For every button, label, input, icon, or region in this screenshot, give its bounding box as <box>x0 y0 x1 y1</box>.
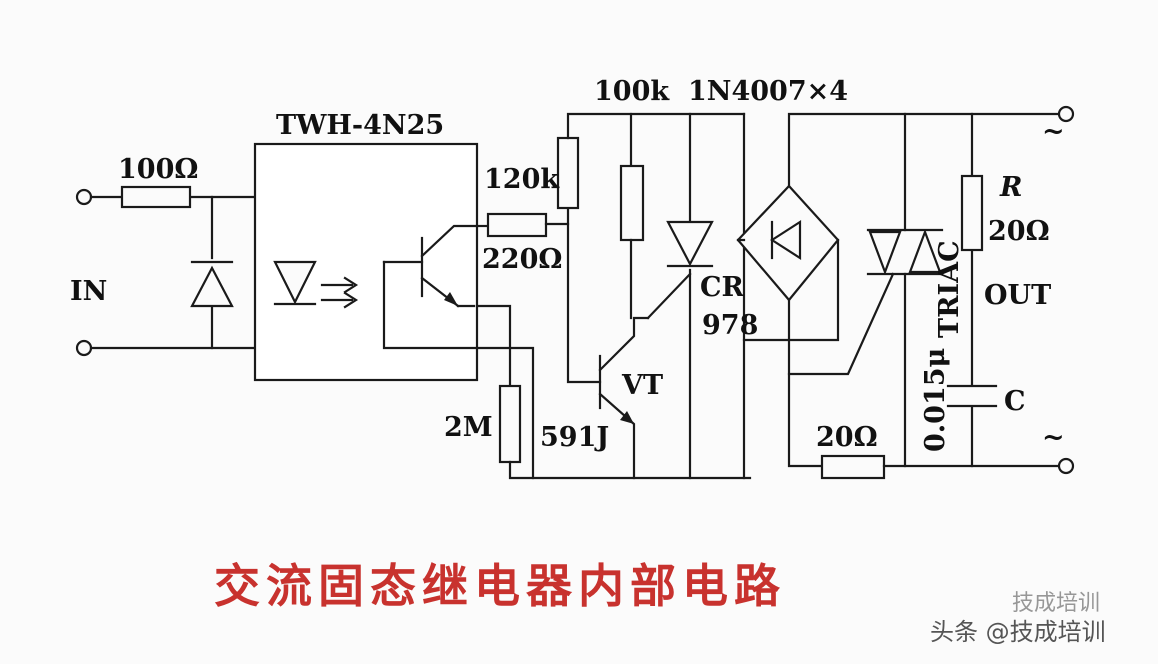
top-rail-left <box>566 112 746 140</box>
label-coupler: TWH-4N25 <box>276 110 444 141</box>
output-terminal-bottom <box>1057 457 1075 475</box>
label-ac-bottom: ~ <box>1042 422 1065 453</box>
triac <box>787 228 944 376</box>
output-terminal-top <box>1057 105 1075 123</box>
r220-wire <box>544 205 570 226</box>
label-r-220: 220Ω <box>482 244 562 275</box>
resistor-220ohm <box>486 212 548 238</box>
bridge-side-wire <box>736 238 840 342</box>
label-ac-top: ~ <box>1042 116 1065 147</box>
label-cap: C <box>1004 386 1026 417</box>
diagram-title: 交流固态继电器内部电路 <box>214 559 786 613</box>
opto-emitter-wire <box>456 304 512 388</box>
resistor-120k <box>556 136 580 210</box>
opto-phototransistor <box>382 224 479 350</box>
label-input: IN <box>70 276 107 307</box>
bottom-rail <box>508 460 752 480</box>
label-bridge: 1N4007×4 <box>688 76 848 107</box>
label-r-out-val: 20Ω <box>988 216 1050 247</box>
label-r-100k: 100k <box>594 76 670 107</box>
label-scr: CR <box>700 272 744 303</box>
opto-bottom-wire <box>475 346 535 480</box>
resistor-100k <box>619 164 645 242</box>
input-diode <box>190 195 234 350</box>
label-r-20: 20Ω <box>816 422 878 453</box>
resistor-100ohm <box>120 185 192 209</box>
label-cap-val: 0.015μ <box>920 348 951 452</box>
label-scr-num: 978 <box>702 310 758 341</box>
label-r-2m: 2M <box>444 412 493 443</box>
label-triac: TRIAC <box>934 240 965 338</box>
label-transistor-num: 591J <box>540 422 609 453</box>
resistor-2m <box>498 384 522 464</box>
transistor-vt <box>566 222 650 480</box>
bridge-bottom-wire <box>787 298 824 468</box>
capacitor-c <box>946 384 998 408</box>
bridge-rectifier <box>736 184 840 302</box>
label-transistor: VT <box>621 370 663 401</box>
watermark-top: 技成培训 <box>1012 591 1100 616</box>
resistor-20ohm-bottom <box>820 454 886 480</box>
watermark-bottom: 头条 @技成培训 <box>930 618 1106 646</box>
label-r-120k: 120k <box>484 164 560 195</box>
label-r-in: 100Ω <box>118 154 198 185</box>
opto-light-arrows <box>320 276 359 309</box>
scr-cr978 <box>646 220 714 320</box>
input-terminal-bottom <box>75 339 93 357</box>
label-output: OUT <box>984 280 1051 311</box>
opto-led <box>273 260 317 306</box>
resistor-r-20ohm <box>960 174 984 252</box>
label-r-out: R <box>999 172 1022 203</box>
input-terminal-top <box>75 188 93 206</box>
